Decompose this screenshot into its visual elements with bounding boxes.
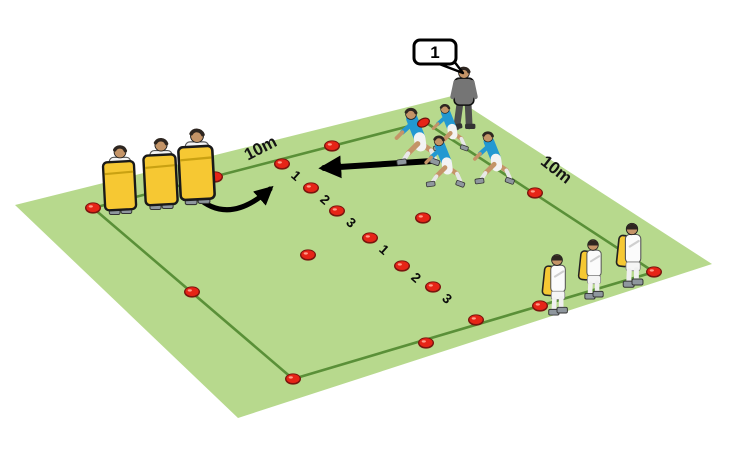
tackle-shield [177,144,216,202]
cone [285,373,301,385]
coach [450,66,478,131]
callout-box [412,38,458,66]
cone [85,202,101,214]
cone [300,249,316,261]
cone [303,182,319,194]
attacker-player-3 [424,135,466,188]
cone [362,232,378,244]
pad-holder-left-1 [101,145,138,216]
cone [324,140,340,152]
cone [394,260,410,272]
field-surface [15,96,712,418]
cone [415,212,431,224]
tackle-shield [142,153,179,207]
cone [274,158,290,170]
cone [329,205,345,217]
attacker-player-4 [473,131,515,185]
pad-holder-left-2 [142,138,179,211]
callout-label: 1 [430,43,439,62]
attacker-player-2 [431,104,469,152]
cone [646,266,662,278]
cone [184,286,200,298]
pad-holder-right-3 [615,222,644,288]
cone [527,187,543,199]
tackle-shield [101,159,138,212]
pad-holder-right-1 [541,254,568,316]
cone [418,337,434,349]
cone [425,281,441,293]
pad-holder-left-3 [177,128,216,206]
cone [468,314,484,326]
players-layer [101,66,644,316]
attacker-player-1 [394,107,441,166]
pad-holder-right-2 [577,239,604,300]
cone [532,300,548,312]
pass-arrow [318,155,435,179]
callout-bubble: 1 [412,38,465,75]
